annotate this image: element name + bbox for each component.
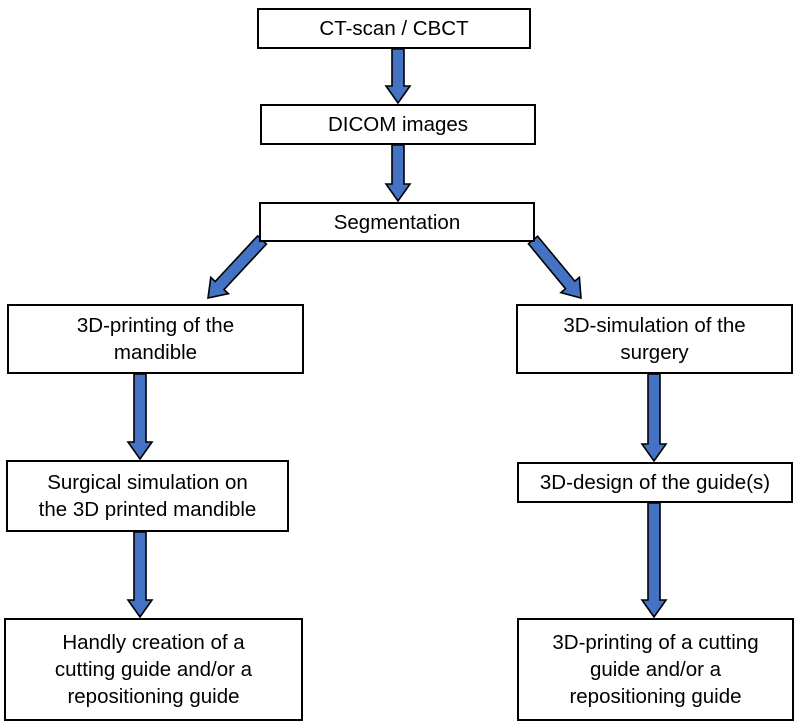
arrow-segmentation-to-printing (207, 234, 268, 300)
node-3d-printing-cutting-guide: 3D-printing of a cutting guide and/or a … (517, 618, 794, 721)
node-ct-scan: CT-scan / CBCT (257, 8, 531, 49)
arrow-segmentation-to-simulation (527, 235, 582, 300)
node-3d-printing-mandible: 3D-printing of the mandible (7, 304, 304, 374)
node-3d-design-guides-label: 3D-design of the guide(s) (539, 471, 771, 494)
arrow-simulation-to-design (640, 373, 668, 463)
arrow-design-to-cutting (640, 502, 668, 619)
node-3d-simulation-surgery-label: 3D-simulation of the surgery (563, 314, 746, 364)
node-dicom-images-label: DICOM images (327, 113, 469, 136)
node-segmentation-label: Segmentation (333, 210, 461, 234)
node-handly-creation-label: Handly creation of a cutting guide and/o… (54, 631, 253, 708)
node-ct-scan-label: CT-scan / CBCT (319, 17, 469, 40)
node-dicom-images: DICOM images (260, 104, 536, 145)
node-3d-printing-cutting-guide-label: 3D-printing of a cutting guide and/or a … (552, 631, 759, 708)
node-surgical-simulation: Surgical simulation on the 3D printed ma… (6, 460, 289, 532)
node-segmentation: Segmentation (259, 202, 535, 242)
arrow-dicom-to-segmentation (384, 144, 412, 203)
arrow-surgical-to-handly (126, 531, 154, 619)
arrow-ct-to-dicom (384, 48, 412, 105)
arrow-printing-to-surgical (126, 373, 154, 461)
node-handly-creation: Handly creation of a cutting guide and/o… (4, 618, 303, 721)
node-3d-design-guides: 3D-design of the guide(s) (517, 462, 793, 503)
node-3d-simulation-surgery: 3D-simulation of the surgery (516, 304, 793, 374)
node-surgical-simulation-label: Surgical simulation on the 3D printed ma… (38, 471, 257, 521)
node-3d-printing-mandible-label: 3D-printing of the mandible (76, 314, 235, 364)
